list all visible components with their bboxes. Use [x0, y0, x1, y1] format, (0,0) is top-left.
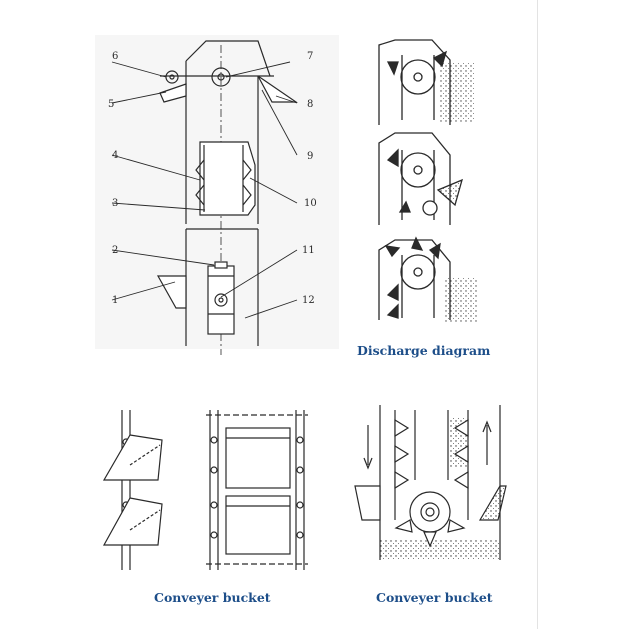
part-label-4: 4 — [112, 150, 118, 161]
discharge-diagram — [378, 39, 478, 322]
part-leader-lines — [111, 61, 298, 319]
part-label-12: 12 — [302, 295, 315, 306]
discharge-stage-3 — [378, 236, 478, 322]
conveyer-bucket-boot-view — [354, 405, 507, 560]
part-label-5: 5 — [108, 99, 114, 110]
bucket-elevator-drawing — [156, 40, 298, 355]
discharge-diagram-caption: Discharge diagram — [357, 343, 491, 358]
part-label-1: 1 — [112, 295, 118, 306]
part-number-labels: 6 7 5 8 9 4 3 10 2 11 1 12 — [108, 51, 317, 306]
part-label-7: 7 — [307, 51, 313, 62]
part-label-2: 2 — [112, 245, 118, 256]
conveyer-bucket-side-view — [102, 410, 308, 570]
conveyer-bucket-caption-right: Conveyer bucket — [376, 590, 493, 605]
part-label-8: 8 — [307, 99, 313, 110]
part-label-3: 3 — [112, 198, 118, 209]
part-label-6: 6 — [112, 51, 118, 62]
discharge-stage-1 — [378, 39, 474, 125]
page-edge-line — [537, 0, 538, 629]
part-label-9: 9 — [307, 151, 313, 162]
part-label-10: 10 — [304, 198, 317, 209]
part-label-11: 11 — [302, 245, 315, 256]
discharge-stage-2 — [378, 132, 463, 225]
conveyer-bucket-caption-left: Conveyer bucket — [154, 590, 271, 605]
